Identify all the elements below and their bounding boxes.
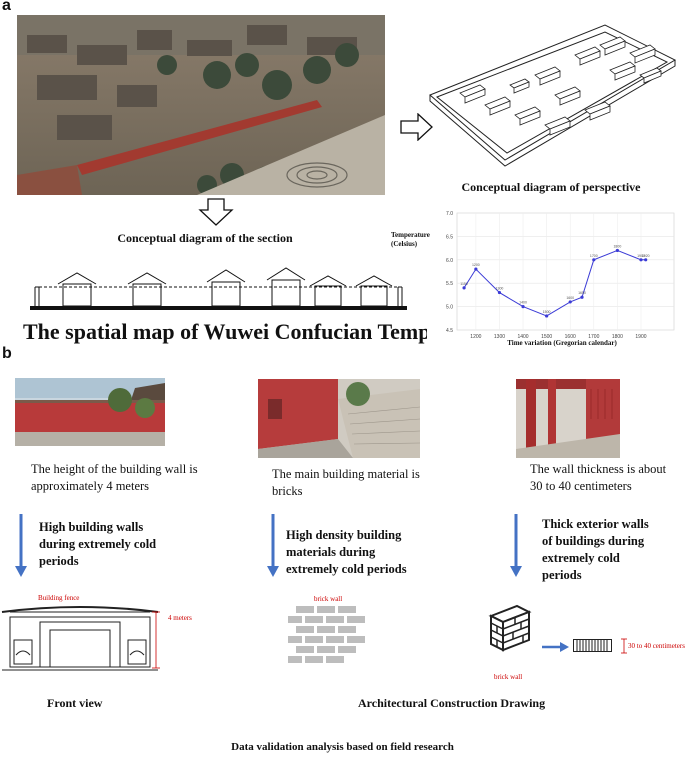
- chart-data-point: [545, 314, 549, 318]
- chart-data-point: [580, 295, 584, 299]
- inference-high-density: High density building materials during e…: [286, 528, 407, 576]
- chart-point-label: 1400: [519, 301, 527, 305]
- front-view-drawing: [0, 600, 160, 675]
- chart-y-tick-label: 5.5: [446, 281, 453, 287]
- chart-point-label: 1200: [472, 263, 480, 267]
- brick-wall-label-2: brick wall: [494, 673, 523, 681]
- temperature-chart: 7.0 6.5 6.0 5.5 5.0 4.5 1200 1300 1400 1500 1600 1…: [427, 205, 684, 350]
- chart-x-axis-label: Time variation (Gregorian calendar): [507, 339, 617, 347]
- chart-point-label: 1650: [578, 291, 586, 295]
- chart-data-point: [615, 248, 619, 253]
- chart-point-label: 1600: [566, 296, 574, 300]
- down-arrow-icon-1: [14, 514, 28, 583]
- chart-data-point: [592, 258, 596, 262]
- right-arrow-icon: [542, 640, 570, 658]
- down-arrow-icon-3: [509, 514, 523, 583]
- chart-data-point: [462, 286, 466, 290]
- construction-drawing-label: Architectural Construction Drawing: [358, 696, 546, 710]
- observation-brick-material: The main building material is bricks: [272, 467, 420, 498]
- panel-a-letter: a: [2, 0, 11, 14]
- brick-wall-icon: [487, 602, 533, 657]
- chart-y-tick-label: 6.5: [446, 234, 453, 240]
- chart-y-axis-label: Temperature (Celsius): [391, 231, 430, 248]
- wall-thickness-section: [573, 639, 613, 658]
- chart-data-point: [521, 305, 525, 309]
- chart-y-tick-label: 6.0: [446, 258, 453, 264]
- chart-x-tick-label: 1700: [588, 334, 599, 340]
- section-caption: Conceptual diagram of the section: [117, 231, 293, 245]
- chart-x-tick-label: 1500: [541, 334, 552, 340]
- chart-data-point: [568, 300, 572, 304]
- chart-data-point: [497, 290, 502, 295]
- brick-wall-label-1: brick wall: [314, 595, 343, 603]
- chart-x-tick-label: 1900: [635, 334, 646, 340]
- chart-point-label: 1700: [590, 254, 598, 258]
- panel-b-letter: b: [2, 345, 12, 362]
- chart-data-point: [474, 267, 478, 271]
- arrow-down-icon: [198, 198, 234, 231]
- chart-point-label: 1150: [460, 282, 468, 286]
- chart-point-label: 1500: [543, 310, 551, 314]
- observation-wall-thickness: The wall thickness is about 30 to 40 cen…: [530, 462, 667, 493]
- down-arrow-icon-2: [266, 514, 280, 583]
- chart-point-label: 1800: [613, 244, 621, 248]
- field-research-footer: Data validation analysis based on field …: [231, 741, 454, 753]
- arrow-right-icon: [400, 112, 434, 146]
- chart-x-tick-label: 1600: [565, 334, 576, 340]
- aerial-photo: [17, 15, 385, 195]
- chart-data-point: [644, 258, 648, 262]
- chart-point-label: 1900: [637, 254, 645, 258]
- front-view-label: Front view: [47, 696, 103, 710]
- brick-material-photo: [258, 379, 420, 458]
- chart-y-tick-label: 5.0: [446, 305, 453, 311]
- chart-x-tick-label: 1300: [494, 334, 505, 340]
- wall-thickness-photo: [516, 379, 620, 458]
- chart-point-label: 1300: [496, 287, 504, 291]
- chart-x-tick-label: 1400: [517, 334, 528, 340]
- four-meters-label: 4 meters: [168, 614, 192, 622]
- brick-wall-pattern: [288, 606, 368, 668]
- spatial-map-title: The spatial map of Wuwei Confucian Templ…: [23, 319, 447, 344]
- chart-point-label: 1920: [642, 254, 650, 258]
- chart-y-tick-label: 7.0: [446, 211, 453, 217]
- perspective-diagram: [425, 15, 683, 175]
- inference-thick-walls: Thick exterior walls of buildings during…: [542, 517, 649, 582]
- section-diagram: [30, 262, 410, 312]
- inference-high-walls: High building walls during extremely col…: [39, 520, 157, 568]
- observation-wall-height: The height of the building wall is appro…: [31, 462, 198, 493]
- perspective-caption: Conceptual diagram of perspective: [461, 180, 641, 194]
- chart-data-point: [639, 258, 643, 262]
- thickness-label: 30 to 40 centimeters: [628, 642, 685, 650]
- thickness-dimension-marker: [620, 638, 628, 659]
- wall-height-photo: [15, 378, 165, 446]
- chart-y-tick-label: 4.5: [446, 328, 453, 334]
- building-fence-label: Building fence: [38, 594, 80, 602]
- chart-x-tick-label: 1200: [470, 334, 481, 340]
- chart-x-tick-label: 1800: [612, 334, 623, 340]
